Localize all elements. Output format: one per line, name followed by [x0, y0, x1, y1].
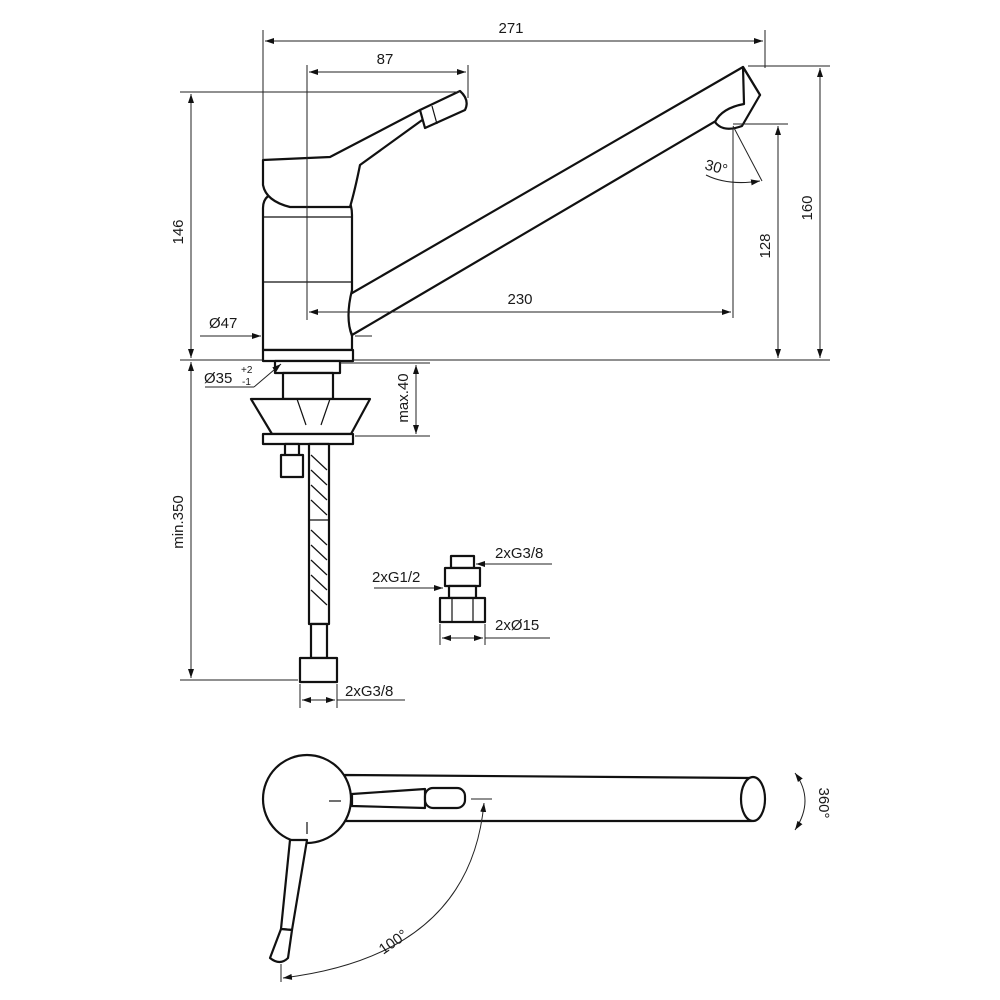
faucet-top-view [261, 753, 767, 964]
dim-hole-tol-minus: -1 [242, 377, 251, 388]
lever-tip [418, 89, 468, 130]
hose-nut-left [279, 453, 305, 479]
dim-swivel-angle: 360° [815, 787, 832, 818]
adapter-top-label: 2xG3/8 [495, 545, 543, 562]
spout-end [739, 775, 767, 823]
hose-thread-label: 2xG3/8 [345, 683, 393, 700]
lever [261, 108, 427, 209]
dim-lever-angle: 100° [376, 926, 411, 958]
dim-outlet-height: 128 [757, 233, 774, 258]
hose-nut-bottom [298, 656, 339, 684]
top-lever-rotated [279, 838, 309, 932]
spout [338, 65, 762, 337]
dimension-labels: 271 87 146 160 128 230 30° Ø47 Ø35 +2 -1… [170, 20, 816, 700]
dimension-lines [180, 30, 830, 708]
base-plate [261, 348, 355, 363]
faucet-side-view [249, 65, 762, 684]
dim-base-diameter: Ø47 [209, 315, 237, 332]
dim-lever-offset: 87 [377, 51, 394, 68]
adapter-pipe-label: 2xØ15 [495, 617, 539, 634]
dim-spout-angle: 30° [703, 157, 729, 179]
dim-max-thickness: max.40 [395, 373, 412, 422]
dim-body-height: 146 [170, 219, 187, 244]
dim-hole-diameter: Ø35 [204, 370, 232, 387]
spout-outlet [713, 65, 762, 130]
dim-spout-reach: 230 [507, 291, 532, 308]
dim-hose-length: min.350 [170, 495, 187, 548]
mounting-bracket [249, 397, 372, 436]
dim-hole-tol-plus: +2 [241, 365, 253, 376]
adapter-fitting [438, 554, 487, 624]
adapter-thread-label: 2xG1/2 [372, 569, 420, 586]
dim-spout-height: 160 [799, 195, 816, 220]
dim-total-length: 271 [498, 20, 523, 37]
mounting-nut [261, 432, 355, 446]
top-lever-tip [423, 786, 467, 810]
